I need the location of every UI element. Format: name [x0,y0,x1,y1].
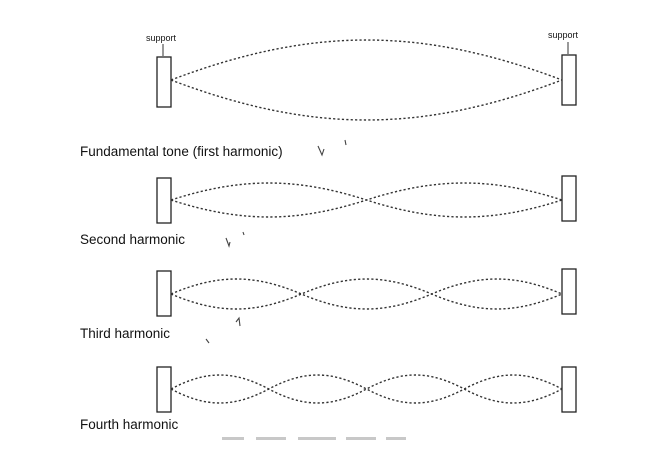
wave-upper-envelope [170,182,563,201]
wave-upper-envelope [170,374,563,390]
right-support-label: support [548,30,579,40]
left-support-4 [156,366,172,413]
wave-lower-envelope [170,293,563,310]
stray-mark [235,316,241,327]
wave-upper-envelope [170,278,563,295]
stray-mark [225,237,231,248]
standing-wave-1 [170,39,563,121]
standing-wave-2 [170,182,563,218]
harmonic-label-4: Fourth harmonic [80,417,179,432]
stray-mark [317,145,325,157]
harmonic-label-2: Second harmonic [80,232,185,247]
left-support-label: support [146,33,177,43]
harmonic-row-2: Second harmonic [80,175,577,248]
wave-lower-envelope [170,388,563,404]
stray-mark [344,139,347,146]
stray-mark [242,231,245,236]
wave-upper-envelope [170,39,563,81]
harmonic-row-3: Third harmonic [80,268,577,344]
right-support-3 [561,268,577,315]
wave-lower-envelope [170,199,563,218]
harmonic-row-1: Fundamental tone (first harmonic) [80,39,577,159]
harmonic-label-1: Fundamental tone (first harmonic) [80,144,283,159]
right-support-1 [561,54,577,106]
standing-wave-4 [170,374,563,404]
right-support-4 [561,366,577,413]
left-support-2 [156,177,172,224]
harmonic-row-4: Fourth harmonic [80,366,577,432]
wave-lower-envelope [170,79,563,121]
left-support-3 [156,270,172,317]
standing-wave-3 [170,278,563,310]
harmonic-label-3: Third harmonic [80,326,170,341]
right-support-2 [561,175,577,222]
left-support-1 [156,56,172,108]
faint-caption-fragment [222,437,406,440]
stray-mark [205,338,210,344]
